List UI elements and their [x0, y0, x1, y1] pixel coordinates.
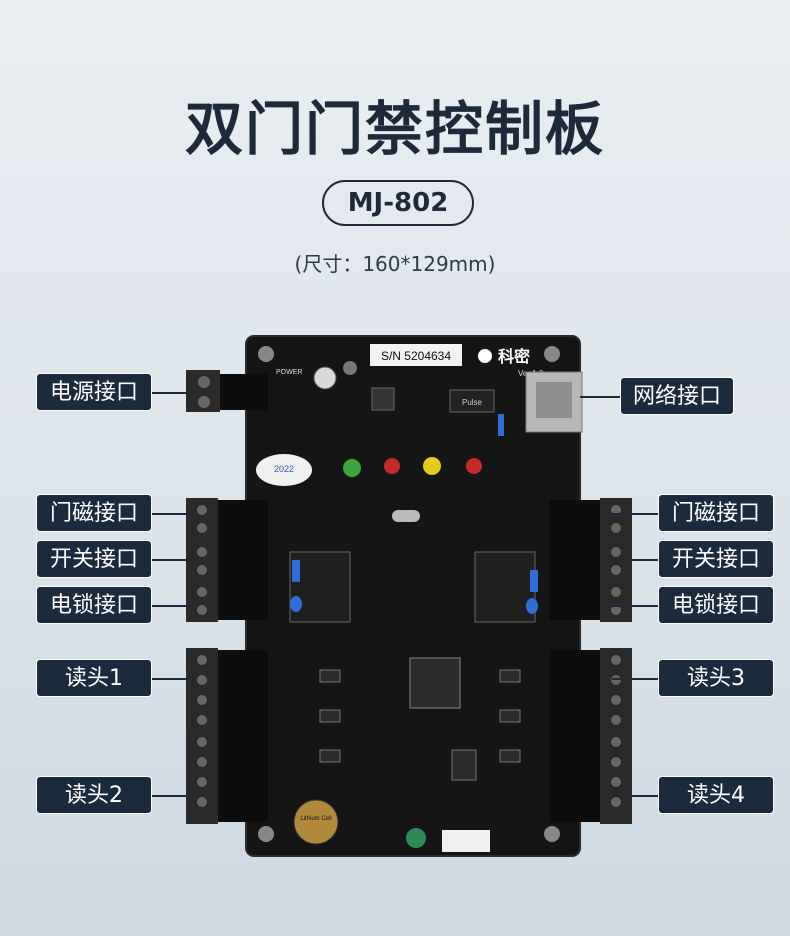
- power-silk: POWER: [276, 369, 302, 376]
- label-reader-4: 读头4: [658, 776, 774, 814]
- label-switch-right: 开关接口: [658, 540, 774, 578]
- label-lock-left: 电锁接口: [36, 586, 152, 624]
- battery-text: Lithium Cell: [300, 816, 331, 822]
- label-door-magnet-left: 门磁接口: [36, 494, 152, 532]
- brand-text: 科密: [498, 347, 530, 366]
- mount-hole: [258, 826, 274, 842]
- mount-hole: [544, 346, 560, 362]
- brand-logo-icon: [478, 349, 492, 363]
- pulse-text: Pulse: [462, 398, 483, 407]
- right-reader-terminals: [550, 648, 632, 824]
- label-reader-1: 读头1: [36, 659, 152, 697]
- led-red-icon: [466, 458, 482, 474]
- serial-text: S/N 5204634: [381, 349, 451, 363]
- mount-hole: [258, 346, 274, 362]
- page-title: 双门门禁控制板: [184, 95, 605, 163]
- label-door-magnet-right: 门磁接口: [658, 494, 774, 532]
- led-yellow-icon: [423, 457, 441, 475]
- led-green-icon: [343, 459, 361, 477]
- mount-hole: [343, 361, 357, 375]
- led-red-icon: [384, 458, 400, 474]
- label-lock-right: 电锁接口: [658, 586, 774, 624]
- relay-right: [474, 551, 536, 623]
- mcu-chip: [409, 657, 461, 709]
- model-badge: MJ-802: [322, 180, 474, 226]
- label-reader-3: 读头3: [658, 659, 774, 697]
- label-network-port: 网络接口: [620, 377, 734, 415]
- coin-battery: [293, 799, 339, 845]
- left-io-terminals: [186, 498, 268, 622]
- year-text: 2022: [274, 464, 294, 474]
- label-power-port: 电源接口: [36, 373, 152, 411]
- controller-board-image: S/N 5204634 科密 Ver:1.0 POWER Pulse 2022: [186, 335, 632, 857]
- year-badge: [256, 454, 312, 486]
- label-switch-left: 开关接口: [36, 540, 152, 578]
- serial-sticker: [370, 344, 462, 366]
- left-reader-terminals: [186, 648, 268, 824]
- mount-hole: [544, 826, 560, 842]
- dimensions-text: (尺寸：160*129mm): [294, 252, 496, 276]
- label-reader-2: 读头2: [36, 776, 152, 814]
